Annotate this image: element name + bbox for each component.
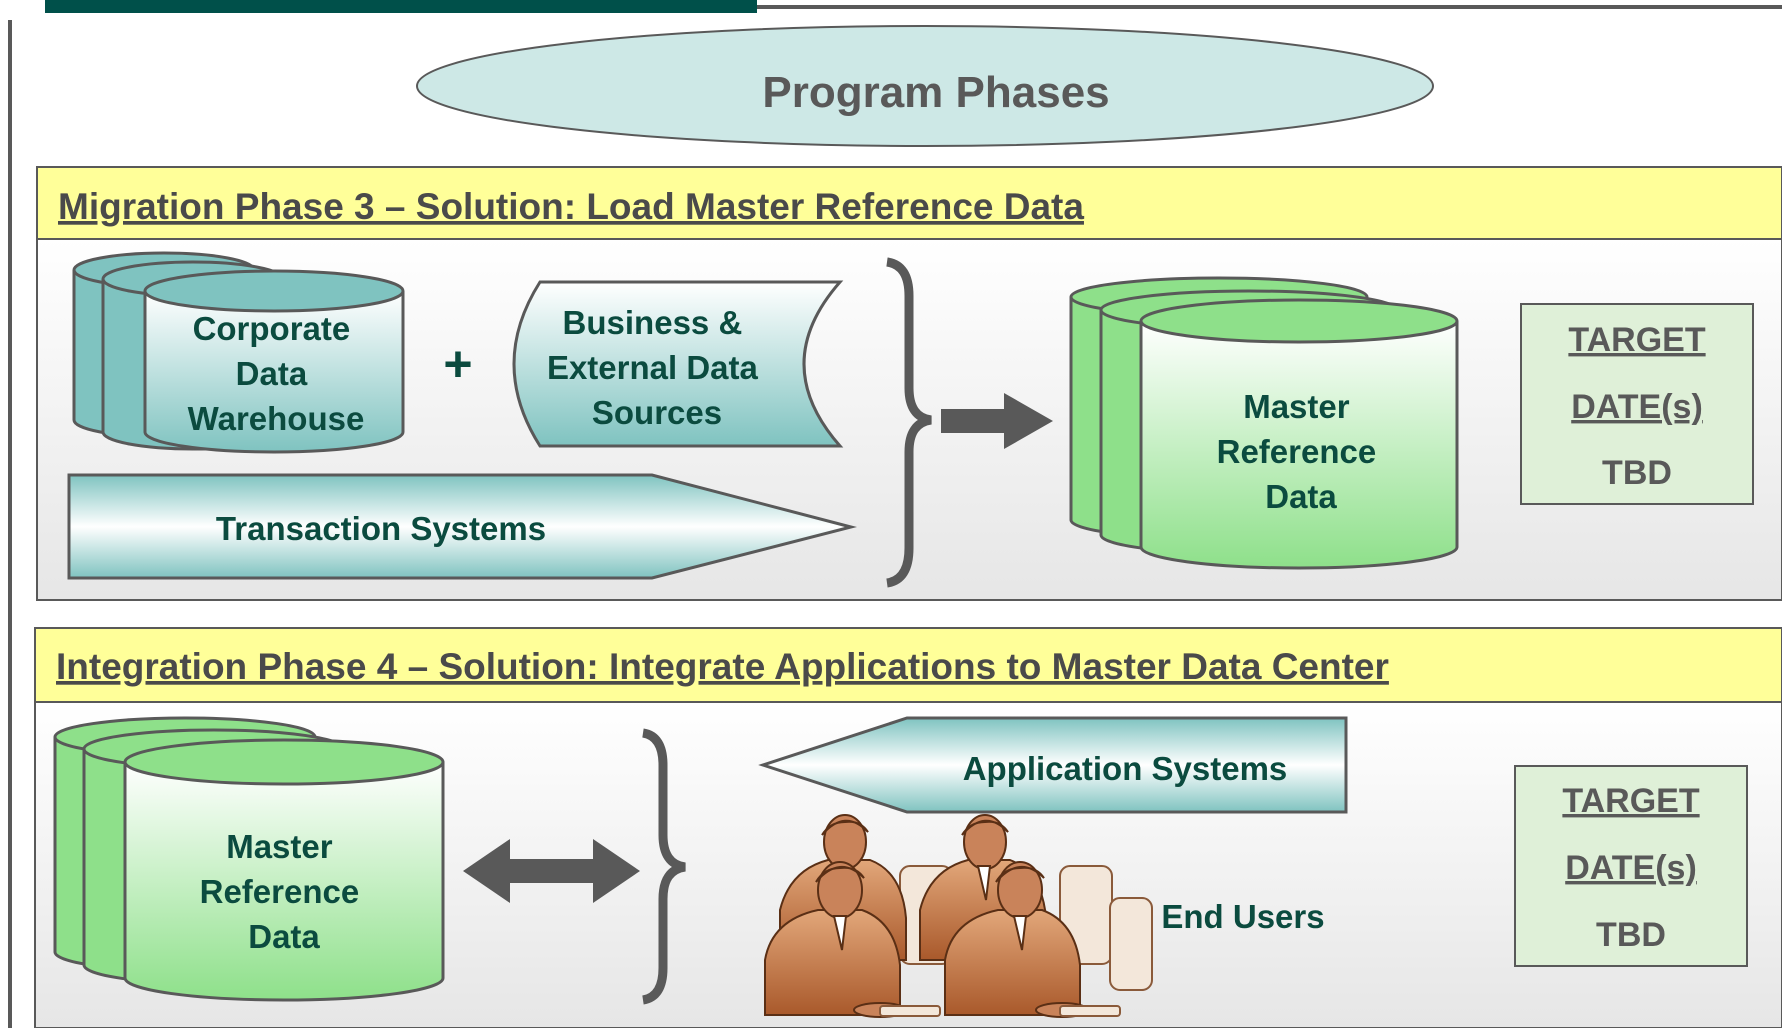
phase4-brace	[641, 728, 686, 1005]
phase4-double-arrow	[463, 839, 640, 903]
phase4-mrd-label: Master Reference Data	[200, 828, 369, 955]
phase4-dates-label: DATE(s)	[1565, 849, 1697, 887]
phase3-target-label: TARGET	[1568, 321, 1705, 359]
phase3-panel: Migration Phase 3 – Solution: Load Maste…	[36, 166, 1782, 601]
phase3-dates-label: DATE(s)	[1571, 388, 1703, 426]
phase3-target-box	[1520, 303, 1754, 505]
phase3-right-arrow	[941, 393, 1053, 449]
cdw-label: Corporate Data Warehouse	[188, 310, 365, 437]
outer-frame	[8, 0, 1782, 1028]
end-users-label: End Users	[1161, 898, 1324, 935]
plus-sign: +	[443, 336, 472, 392]
page-title: Program Phases	[762, 68, 1109, 117]
header-teal-bar	[45, 0, 757, 13]
phase3-tbd-label: TBD	[1602, 454, 1672, 492]
phase3-mrd-cylinders	[1069, 276, 1459, 570]
title-ellipse: Program Phases	[416, 25, 1434, 147]
transaction-systems-label: Transaction Systems	[216, 510, 546, 547]
phase3-heading: Migration Phase 3 – Solution: Load Maste…	[58, 186, 1084, 227]
phase4-mrd-cylinders	[53, 716, 445, 1002]
end-users-illustration	[764, 814, 1153, 1018]
application-systems-arrow	[758, 716, 1348, 814]
phase4-panel: Integration Phase 4 – Solution: Integrat…	[34, 627, 1782, 1028]
phase4-target-box	[1514, 765, 1748, 967]
phase4-tbd-label: TBD	[1596, 916, 1666, 954]
application-systems-label: Application Systems	[963, 750, 1288, 787]
phase3-mrd-label: Master Reference Data	[1217, 388, 1386, 515]
phase3-brace	[886, 257, 932, 588]
phase4-heading-bar	[34, 627, 1782, 703]
external-data-label: Business & External Data Sources	[547, 304, 767, 431]
phase4-heading: Integration Phase 4 – Solution: Integrat…	[56, 646, 1389, 687]
phase4-target-label: TARGET	[1562, 782, 1699, 820]
corporate-data-warehouse-cylinders	[72, 251, 405, 454]
phase3-heading-bar	[36, 166, 1782, 240]
external-data-sources-shape	[512, 280, 844, 448]
transaction-systems-arrow	[67, 473, 857, 580]
